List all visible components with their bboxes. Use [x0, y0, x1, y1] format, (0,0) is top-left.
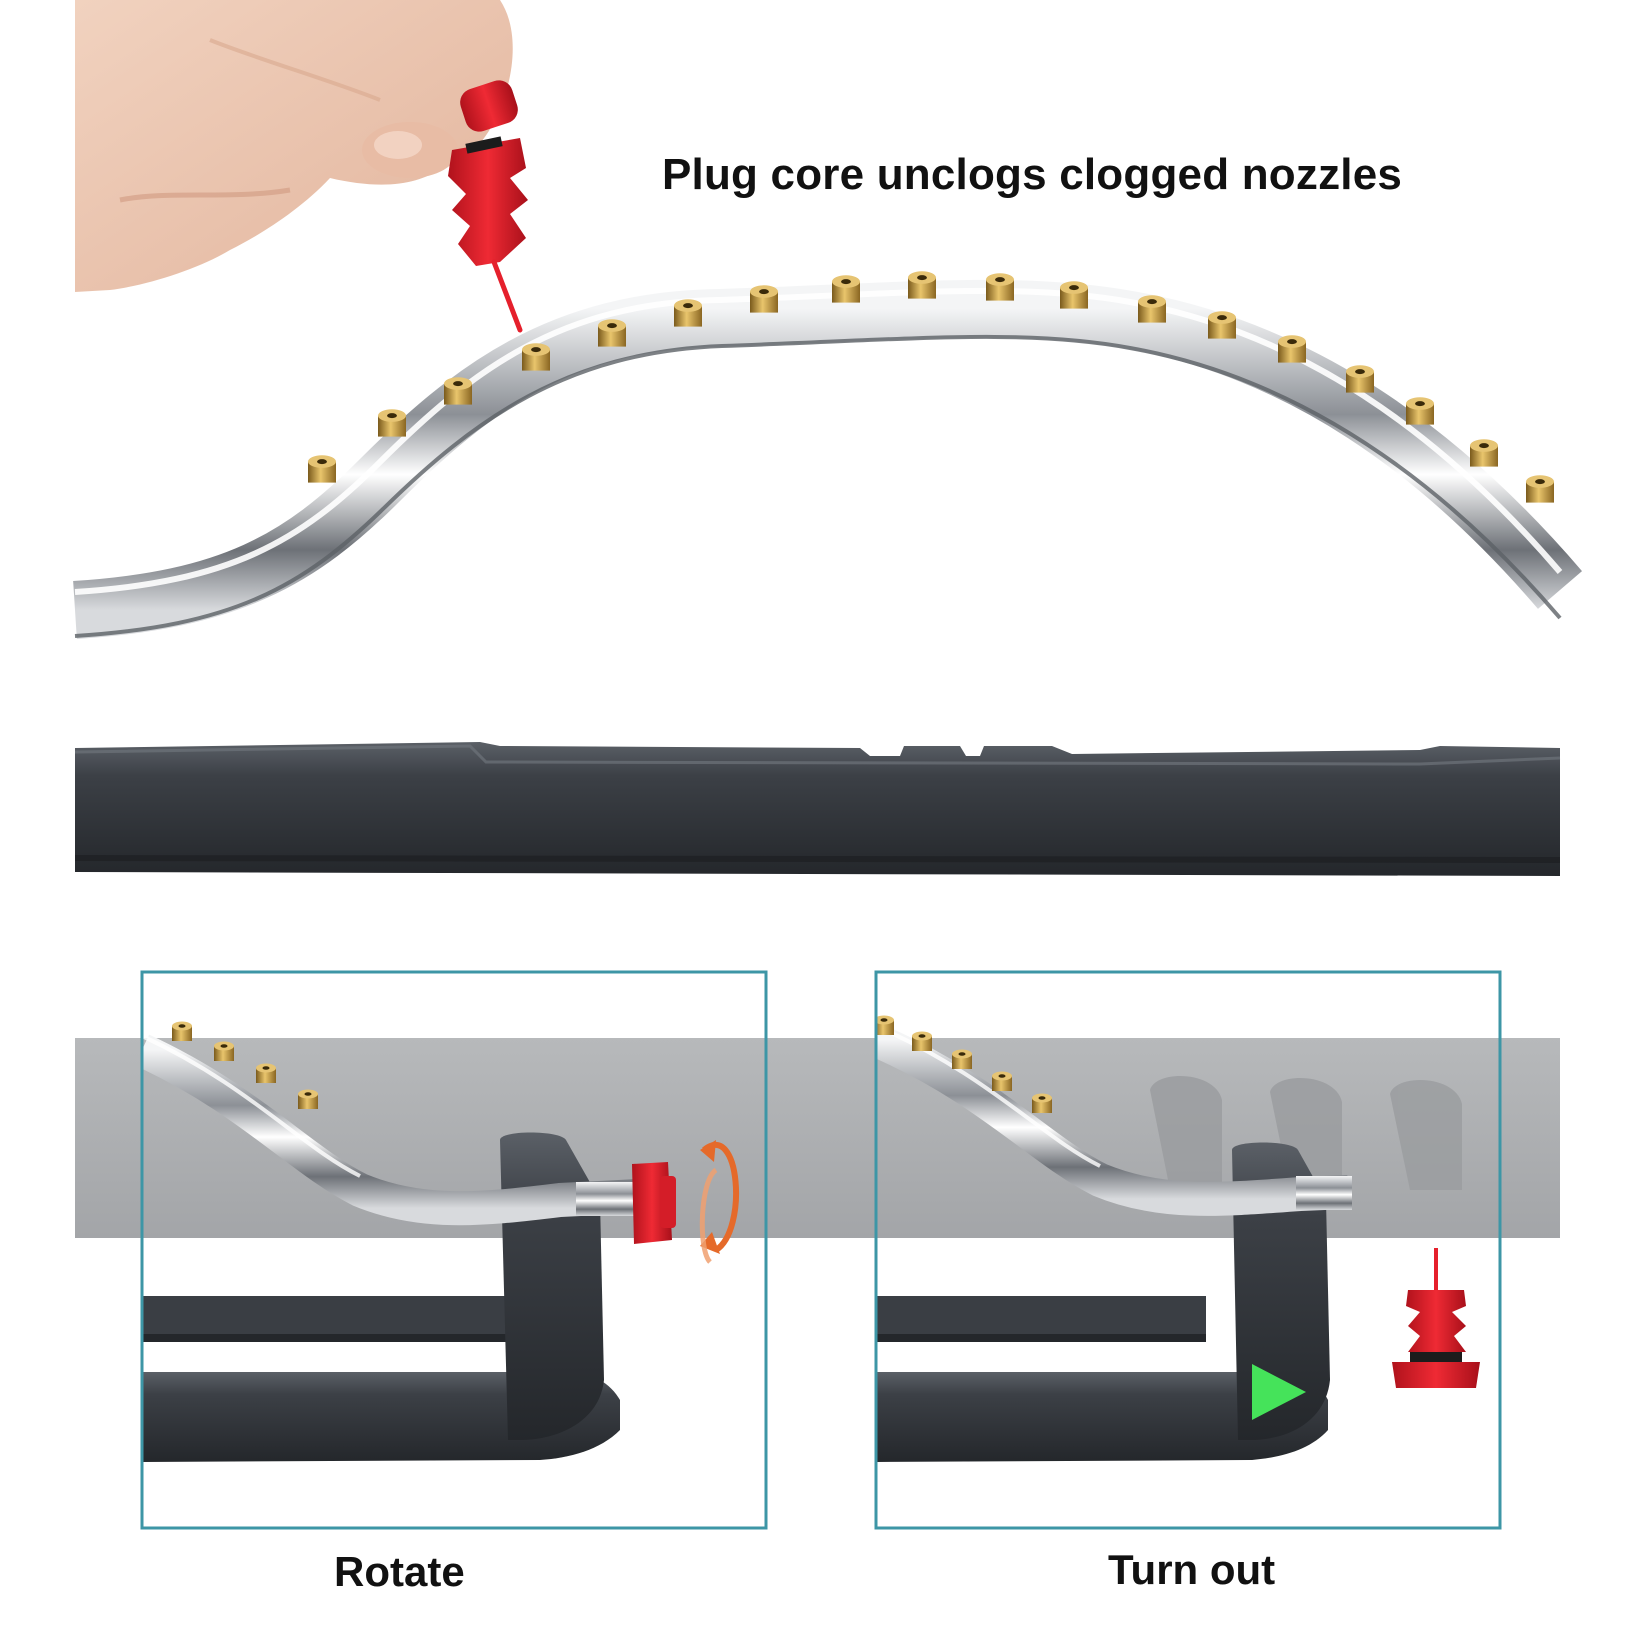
brass-nozzle: [1470, 439, 1498, 467]
brass-nozzle: [674, 299, 702, 327]
brass-nozzle: [308, 455, 336, 483]
brass-nozzle: [378, 409, 406, 437]
brass-nozzle: [298, 1089, 318, 1109]
direction-arrow-icon: [704, 1364, 1306, 1420]
brass-nozzle: [992, 1071, 1012, 1091]
brass-nozzle: [1208, 311, 1236, 339]
brass-nozzle-row: [308, 271, 1554, 503]
brass-nozzle: [1346, 365, 1374, 393]
brass-nozzle: [908, 271, 936, 299]
sprinkler-base-bar: [74, 742, 1561, 876]
sprinkler-tube-top: [73, 279, 1583, 639]
brass-nozzle: [1278, 335, 1306, 363]
rotate-caption: Rotate: [334, 1548, 465, 1595]
red-plug-core-removed: [1392, 1248, 1480, 1388]
brass-nozzle: [256, 1063, 276, 1083]
brass-nozzle: [1526, 475, 1554, 503]
brass-nozzle: [750, 285, 778, 313]
brass-nozzle: [522, 343, 550, 371]
brass-nozzle: [1032, 1093, 1052, 1113]
brass-nozzle: [986, 273, 1014, 301]
headline-text: Plug core unclogs clogged nozzles: [662, 150, 1403, 199]
turn-out-caption: Turn out: [1108, 1546, 1276, 1593]
red-plug-cap-left: [632, 1162, 676, 1244]
background-grey-bar: [75, 1038, 1560, 1238]
hand-holding-plug: [75, 0, 513, 292]
red-plug-core-top: [448, 80, 528, 333]
brass-nozzle: [912, 1031, 932, 1051]
brass-nozzle: [952, 1049, 972, 1069]
brass-nozzle-row-left: [172, 1021, 318, 1109]
brass-nozzle: [598, 319, 626, 347]
brass-nozzle: [1060, 281, 1088, 309]
brass-nozzle: [1406, 397, 1434, 425]
rotate-panel-frame: [140, 970, 768, 1530]
brass-nozzle: [1138, 295, 1166, 323]
brass-nozzle: [876, 1015, 894, 1035]
brass-nozzle: [172, 1021, 192, 1041]
brass-nozzle-row-right: [876, 1015, 1052, 1113]
rotate-panel-illustration: [142, 1034, 676, 1462]
turn-out-panel-frame: [874, 970, 1502, 1530]
brass-nozzle: [832, 275, 860, 303]
brass-nozzle: [214, 1041, 234, 1061]
rotate-arrow-icon: [699, 1140, 740, 1264]
brass-nozzle: [444, 377, 472, 405]
